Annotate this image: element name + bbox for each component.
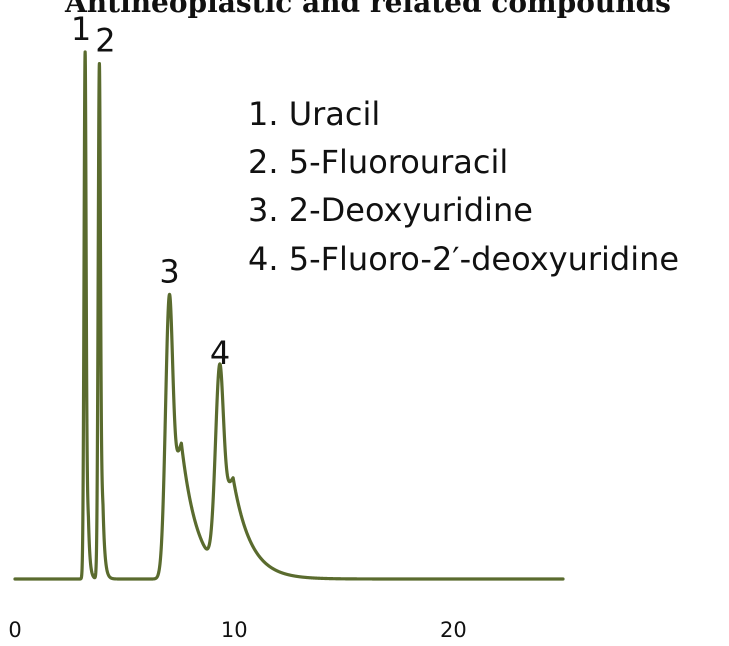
peak-label-3: 3 (159, 252, 179, 290)
chart-title: Antineoplastic and related compounds (64, 0, 671, 19)
x-axis-ticks: 0 10 20 (8, 618, 467, 642)
chromatogram-trace (13, 50, 565, 581)
legend: 1. Uracil 2. 5-Fluorouracil 3. 2-Deoxyur… (248, 95, 679, 278)
x-tick-label-10: 10 (221, 618, 248, 641)
x-tick-label-20: 20 (440, 618, 467, 641)
peak-label-4: 4 (210, 334, 230, 372)
peak-label-1: 1 (71, 10, 91, 48)
x-tick-label-0: 0 (8, 618, 21, 641)
peak-label-2: 2 (95, 22, 115, 60)
legend-entry-1: 1. Uracil (248, 95, 380, 133)
legend-entry-2: 2. 5-Fluorouracil (248, 143, 508, 181)
legend-entry-3: 3. 2-Deoxyuridine (248, 191, 533, 229)
legend-entry-4: 4. 5-Fluoro-2′-deoxyuridine (248, 240, 679, 278)
